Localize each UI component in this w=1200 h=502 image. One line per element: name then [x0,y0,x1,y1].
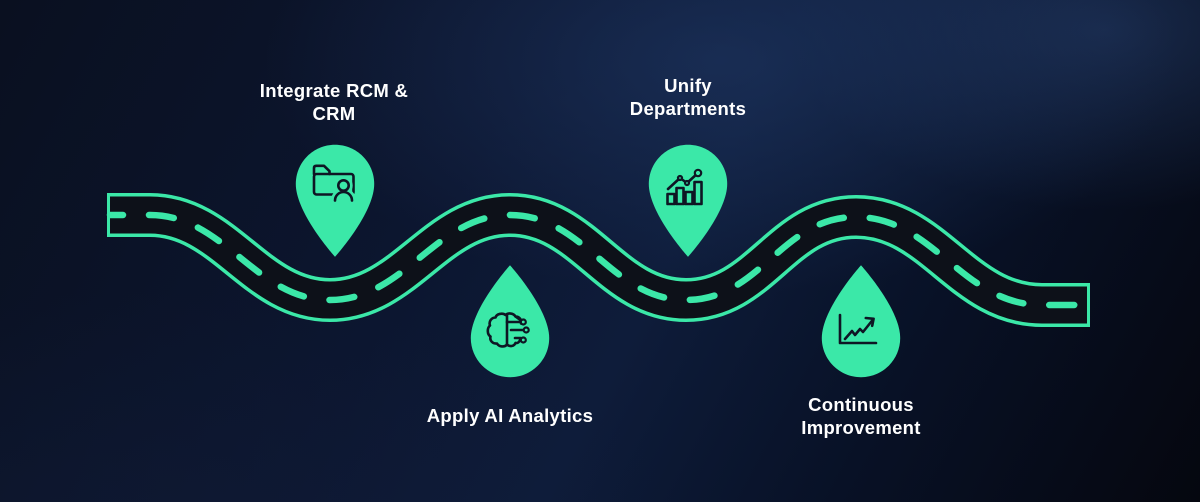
label-line: Apply AI Analytics [426,405,594,426]
label-line: Departments [629,98,747,119]
road [106,192,1091,327]
milestone-marker-continuous-improvement [821,265,901,378]
droplet-pin-icon [821,265,901,378]
ai-brain-circuit-icon [486,312,530,348]
road-center-dashed-line [106,211,1091,309]
label-line: CRM [312,103,356,124]
folder-user-icon [312,164,356,205]
line-chart-growth-icon [838,313,878,345]
label-line: Improvement [801,417,921,438]
label-line: Integrate RCM & [259,80,409,101]
milestone-marker-integrate-rcm-crm [295,144,375,257]
milestone-label-unify-departments: Unify Departments [630,74,746,120]
map-pin-icon [648,144,728,257]
milestone-label-continuous-improvement: Continuous Improvement [801,393,920,439]
milestone-label-apply-ai-analytics: Apply AI Analytics [427,404,593,427]
milestone-marker-unify-departments [648,144,728,257]
milestone-label-integrate-rcm-crm: Integrate RCM & CRM [260,79,408,125]
milestone-marker-apply-ai-analytics [470,265,550,378]
label-line: Unify [664,75,712,96]
bar-chart-trend-icon [666,168,703,206]
label-line: Continuous [808,394,914,415]
